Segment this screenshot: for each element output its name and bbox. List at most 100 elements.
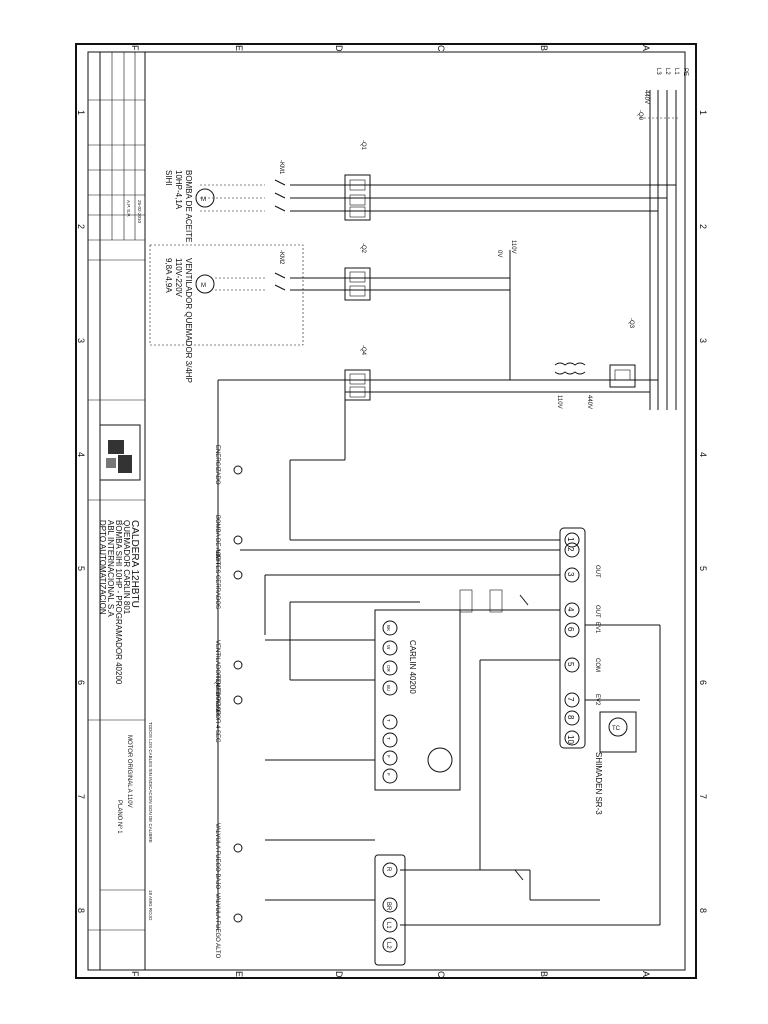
burner-terminal [382,750,398,766]
controller-terminal-label: 4 [566,607,575,612]
motor-fan: M VENTILADOR QUEMADOR 3/4HP 110V-220V 9,… [149,244,304,383]
transformer: 110V 0V 440V 110V [496,240,592,409]
feeders [200,184,676,393]
indicator-label: VALVULA FUEGO ALTO [214,893,220,959]
line-l3: L3 [655,68,661,75]
burner-terminal-label: T [386,719,391,722]
burner-terminal-label: W [386,645,391,650]
indicator-label: LIMITES CERRADOS [214,550,220,609]
pump-brand: SIHI [164,170,173,186]
bottom-terminal [382,917,398,933]
drawing-frame [75,43,697,979]
controller-terminal-label: 8 [566,715,575,720]
grid-row-b-top: B [539,45,549,51]
grid-col-2-left: 2 [76,224,86,229]
burner-terminal-label: T [386,737,391,740]
voltage-440v: 440V [586,395,592,409]
controller-terminal-label: 6 [566,627,575,632]
voltage-110v-top: 110V [510,240,516,254]
controller-terminal [564,567,580,583]
burner-terminal [382,620,398,636]
indicator-lamp [233,660,243,670]
bottom-terminal-label: L2 [385,942,391,949]
output-ev2: EV2 [594,694,600,706]
burner-name: CARLIN 40200 [408,640,417,694]
controller-terminal [564,730,580,746]
line-pe: PE [682,68,688,76]
pump-spec: 10HP-4,1A [174,170,183,210]
supply-bus: PE L1 L2 L3 440V -Q0 [637,68,688,410]
line-l1: L1 [673,68,679,75]
cable-note: TODOS LOS CABLES SIN INDICACION SON DE C… [148,722,153,843]
control-wiring [217,380,661,930]
voltage-0v: 0V [496,250,502,257]
controller-terminal-label: 3 [566,572,575,577]
controller-terminal [564,657,580,673]
breaker-q2: -Q2 [344,243,371,301]
title-line2: QUEMADOR CARLIN 801 [122,520,131,615]
fan-spec: 110V-220V [174,258,183,298]
title-date: 25-02-2010 [137,200,142,224]
controller-terminal [564,710,580,726]
indicator-lamp [233,465,243,475]
grid-col-8-right: 8 [698,908,708,913]
inner-frame [87,51,686,971]
motor-pump: M BOMBA DE ACEITE 10HP-4,1A SIHI [164,170,215,242]
main-switch-tag: -Q0 [637,110,643,121]
breaker-q3-tag: -Q3 [628,318,634,329]
burner-terminal-label: BU [386,685,391,691]
grid-col-7-left: 7 [76,794,86,799]
sensor-tag: TC [612,726,621,732]
limit-switches [459,589,529,881]
title-drawn: A.P. S.P. [126,200,131,217]
grid-row-d-top: D [334,45,344,52]
title-main: CALDERA 12HBTU [129,520,140,608]
controller-terminal [564,692,580,708]
indicator-label: BOMBA DE ACEITE [214,515,220,569]
controller-terminal [564,532,580,548]
output-ev1: EV1 [594,622,600,634]
supply-voltage: 440V [643,90,649,104]
breaker-q3: -Q3 [609,318,636,388]
thermocouple: TC [599,711,637,753]
bottom-terminal [382,897,398,913]
breaker-q2-tag: -Q2 [360,243,366,254]
breaker-q1-tag: -Q1 [360,140,366,151]
grid-row-b-bottom: B [539,971,549,977]
indicator-label: ENERGIZADO [214,445,220,485]
breaker-q4-tag: -Q4 [360,345,366,356]
contactor-km2-tag: -KM2 [278,250,284,265]
voltage-110v: 110V [556,395,562,409]
controller-terminal-label: 5 [566,662,575,667]
contactor-km1-tag: -KM1 [278,160,284,175]
bottom-terminal [382,937,398,953]
controller-terminal-label: 2 [566,547,575,552]
grid-col-6-right: 6 [698,680,708,685]
burner-terminal [382,660,398,676]
grid-row-f-top: F [130,45,140,51]
plan-number: PLANO Nº 1 [116,800,123,834]
fan-current: 9,8A 4,9A [164,258,173,293]
grid-row-c-top: C [436,45,446,52]
burner-terminal-label: F [386,773,391,776]
controller-terminal-label: 1 [566,537,575,542]
company-logo [99,424,141,481]
grid-col-3-left: 3 [76,338,86,343]
grid-row-d-bottom: D [334,971,344,978]
line-l2: L2 [664,68,670,75]
motor-note: MOTOR ORIGINAL A 110V [126,735,132,808]
controller-terminal [564,602,580,618]
burner-terminal [382,680,398,696]
bottom-terminal-label: L1 [385,922,391,929]
grid-row-e-top: E [234,45,244,51]
bottom-terminal-label: R [385,867,391,872]
grid-col-5-left: 5 [76,566,86,571]
burner-terminal-label: BK [386,625,391,631]
svg-text:M: M [201,197,206,203]
controller-terminal-label: 10 [566,735,575,744]
svg-text:M: M [201,283,206,289]
